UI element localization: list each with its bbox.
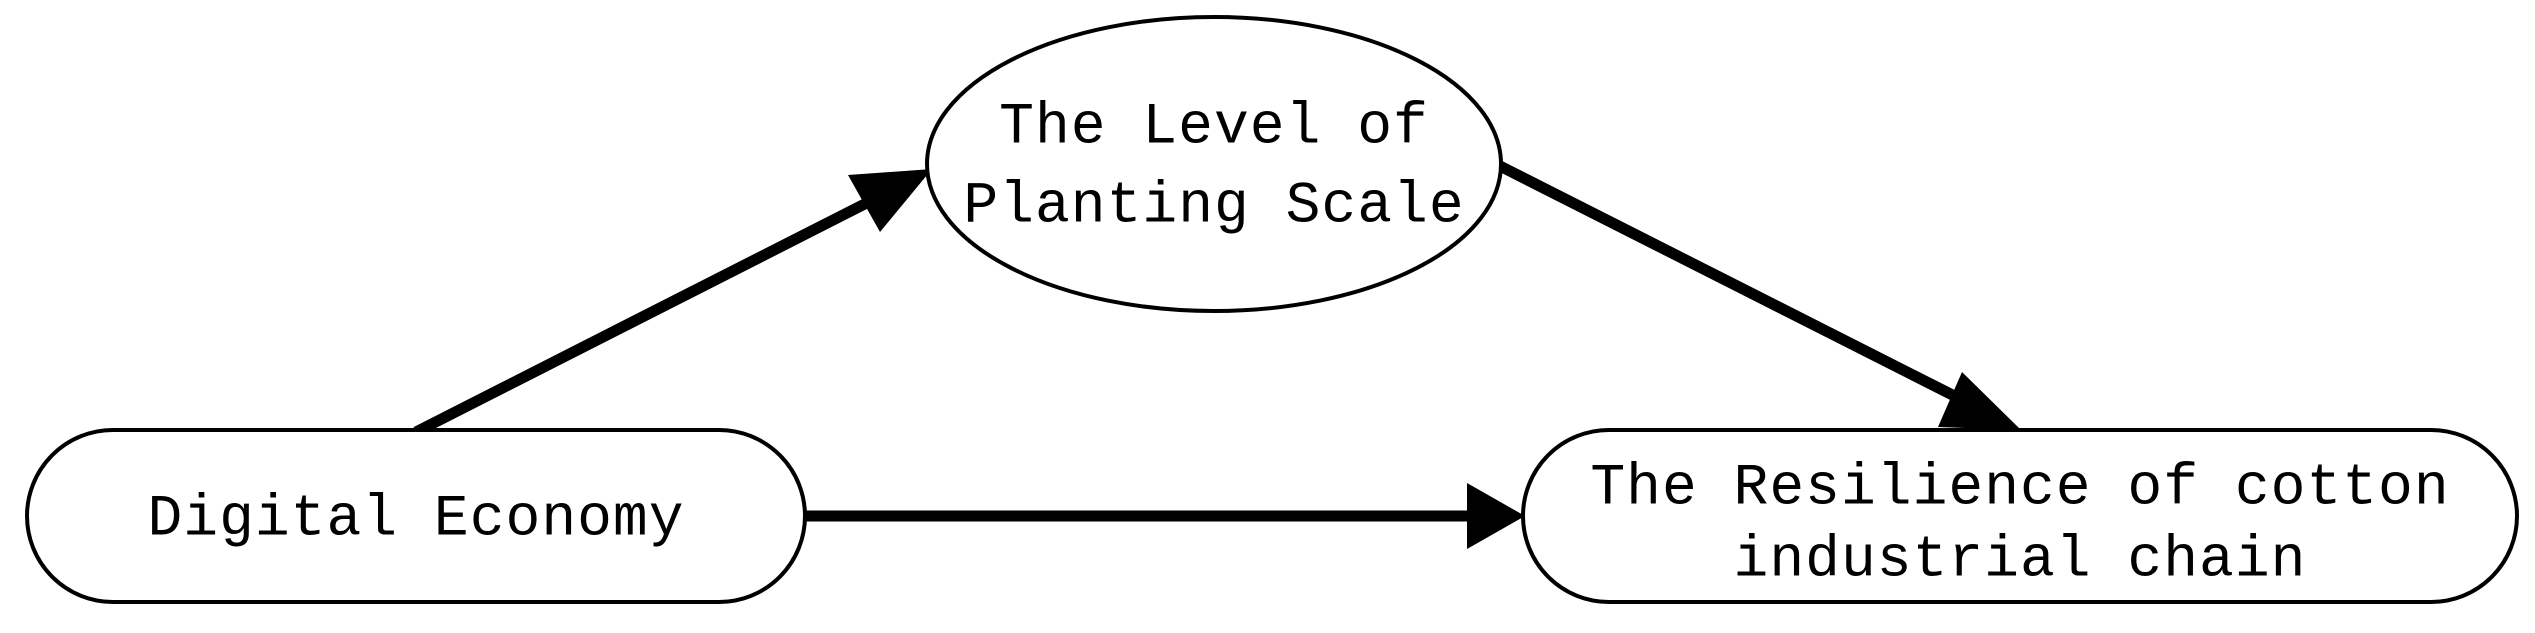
node-cotton-resilience-label-line1: The Resilience of cotton bbox=[1590, 456, 2449, 521]
edge-scale-to-resilience-line bbox=[1495, 160, 1993, 419]
node-digital-economy-label: Digital Economy bbox=[147, 487, 684, 552]
node-cotton-resilience-label-line2: industrial chain bbox=[1734, 528, 2307, 593]
edge-economy-to-scale-arrowhead bbox=[848, 169, 932, 232]
edge-economy-to-resilience bbox=[806, 483, 1525, 549]
node-planting-scale-label-line1: The Level of bbox=[999, 95, 1429, 160]
edge-scale-to-resilience bbox=[1495, 160, 2021, 430]
edge-economy-to-resilience-arrowhead bbox=[1467, 483, 1525, 549]
node-cotton-resilience[interactable]: The Resilience of cotton industrial chai… bbox=[1521, 428, 2519, 604]
node-cotton-resilience-shape[interactable] bbox=[1521, 428, 2519, 604]
node-planting-scale[interactable]: The Level of Planting Scale bbox=[925, 15, 1503, 313]
edge-scale-to-resilience-arrowhead bbox=[1938, 372, 2021, 430]
node-digital-economy[interactable]: Digital Economy bbox=[25, 428, 807, 604]
node-planting-scale-label-line2: Planting Scale bbox=[963, 174, 1464, 239]
edge-economy-to-scale-line bbox=[413, 179, 907, 437]
node-digital-economy-shape[interactable] bbox=[25, 428, 807, 604]
edge-economy-to-scale bbox=[413, 169, 932, 437]
node-planting-scale-shape[interactable] bbox=[925, 15, 1503, 313]
